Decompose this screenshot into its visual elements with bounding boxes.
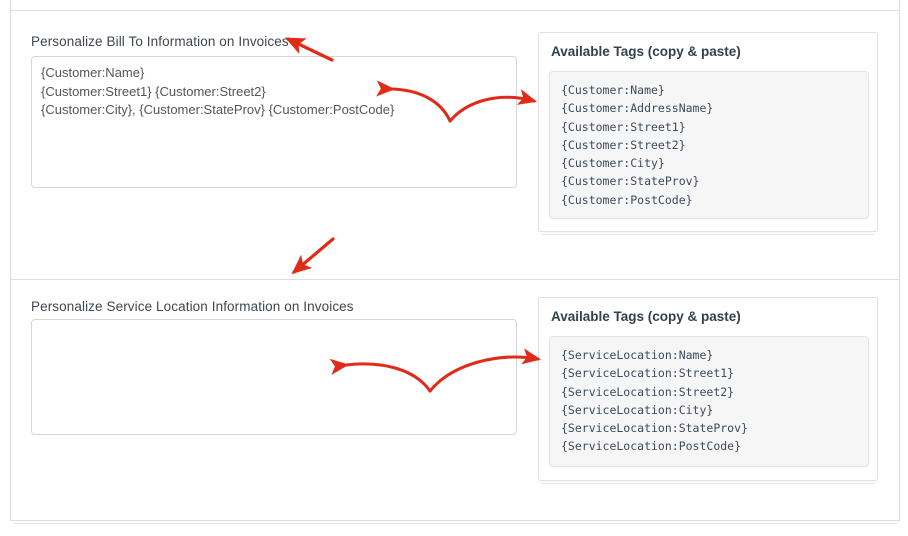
- bill-to-textarea[interactable]: [31, 56, 517, 188]
- service-location-available-tags-title: Available Tags (copy & paste): [551, 309, 741, 324]
- bill-to-section-label: Personalize Bill To Information on Invoi…: [31, 34, 289, 49]
- bill-to-available-tags-card-shadow: [541, 232, 875, 235]
- tag-item[interactable]: {Customer:StateProv}: [561, 174, 700, 189]
- service-location-section-label: Personalize Service Location Information…: [31, 299, 354, 314]
- tag-item[interactable]: {Customer:Street1}: [561, 119, 686, 134]
- tag-item[interactable]: {ServiceLocation:Street1}: [561, 366, 735, 381]
- service-location-textarea[interactable]: [31, 319, 517, 435]
- tag-item[interactable]: {ServiceLocation:Name}: [561, 348, 714, 362]
- tag-item[interactable]: {ServiceLocation:City}: [561, 402, 714, 417]
- tag-item[interactable]: {ServiceLocation:PostCode}: [561, 439, 742, 454]
- tag-item[interactable]: {Customer:PostCode}: [561, 192, 693, 207]
- tag-item[interactable]: {Customer:AddressName}: [561, 101, 714, 116]
- bill-to-available-tags-title: Available Tags (copy & paste): [551, 44, 741, 59]
- divider-top: [10, 10, 900, 11]
- service-location-available-tags-card: Available Tags (copy & paste) {ServiceLo…: [538, 297, 878, 481]
- tag-item[interactable]: {Customer:Street2}: [561, 137, 686, 152]
- tag-item[interactable]: {Customer:City}: [561, 156, 665, 171]
- service-location-available-tags-card-shadow: [541, 481, 875, 484]
- bill-to-tags-list[interactable]: {Customer:Name} {Customer:AddressName} {…: [549, 71, 869, 219]
- service-location-tags-list[interactable]: {ServiceLocation:Name} {ServiceLocation:…: [549, 336, 869, 467]
- settings-panel-shadow: [13, 521, 897, 524]
- divider-middle: [10, 279, 900, 280]
- tag-item[interactable]: {ServiceLocation:StateProv}: [561, 421, 748, 436]
- tag-item[interactable]: {ServiceLocation:Street2}: [561, 384, 735, 399]
- tag-item[interactable]: {Customer:Name}: [561, 83, 665, 97]
- bill-to-available-tags-card: Available Tags (copy & paste) {Customer:…: [538, 32, 878, 232]
